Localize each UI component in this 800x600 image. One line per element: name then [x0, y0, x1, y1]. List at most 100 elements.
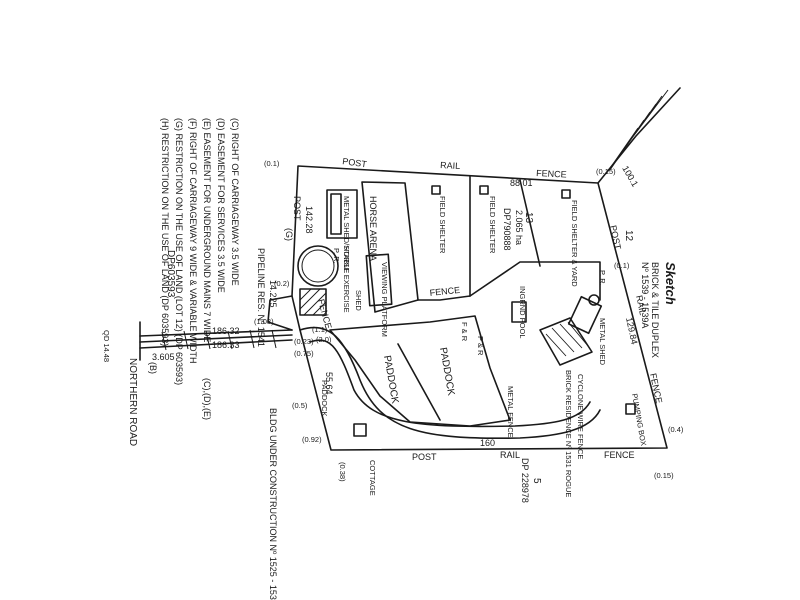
row-marks [161, 329, 277, 351]
label-paddock-2: PADDOCK [437, 347, 456, 397]
dp-13: DP790888 [502, 208, 512, 251]
extension-hatch [605, 89, 669, 175]
fence-divider-3 [519, 179, 541, 267]
bottom-post: POST [412, 452, 437, 462]
lot-12: 12 [623, 230, 634, 242]
note-c: (C) RIGHT OF CARRIAGEWAY 3.5 WIDE [230, 118, 240, 286]
dp-5: DP 228978 [520, 458, 530, 503]
label-pr-3: P. R. [598, 270, 607, 286]
top-rail: RAIL [440, 160, 461, 171]
lot-5: 5 [531, 478, 542, 484]
label-horse-exercise: HORSE EXERCISE [342, 246, 351, 313]
horse-exercise-ring [297, 245, 339, 287]
dim-top: 88.01 [510, 178, 533, 188]
offset-13: (0.15) [654, 471, 674, 480]
label-horse-arena: HORSE ARENA [368, 196, 378, 261]
offset-14: (0.1) [614, 261, 630, 270]
label-fr: F & R [460, 322, 469, 342]
driveway-inner [309, 339, 591, 428]
dim-left: 142.28 [304, 206, 314, 234]
label-metal-shed-2: METAL SHED [598, 318, 607, 366]
note-e: (E) EASEMENT FOR UNDERGROUND MAINS 7 WID… [202, 118, 212, 342]
dim-road-1: 186.33 [212, 340, 240, 350]
driveway-outer [299, 326, 601, 440]
offset-5: (1.1) [312, 325, 328, 334]
top-post: POST [342, 156, 368, 169]
dim-bottom: 160 [480, 438, 495, 448]
note-g: (G) RESTRICTION ON THE USE OF LAND (LOT … [174, 118, 184, 385]
offset-12: (0.4) [668, 425, 684, 434]
metal-fence: METAL FENCE [506, 386, 515, 438]
post-right: POST [608, 224, 623, 251]
label-paddock-1: PADDOCK [381, 355, 400, 405]
label-pr-2: P & R [476, 336, 485, 356]
dim-left-seg2: 55.64 [324, 372, 334, 395]
label-paddock-3: PADDOCK [320, 380, 329, 417]
offset-2: (0.15) [596, 167, 616, 176]
marker-circle [588, 294, 600, 306]
pipeline-res: PIPELINE RES. Nº 1541 [256, 248, 266, 347]
inground-pool [511, 301, 527, 323]
label-field-shelter-yard: FIELD SHELTER & YARD [570, 200, 579, 287]
label-viewing-platform: VIEWING PLATFORM [380, 262, 389, 337]
cyclone-fence: CYCLONE WIRE FENCE [576, 374, 585, 459]
label-pr-1: P. R. [332, 248, 341, 264]
metal-shed-inner [330, 193, 342, 235]
label-inground-pool: INGRND POOL [518, 286, 527, 339]
dim-left-seg: 14.225 [268, 280, 278, 308]
offset-9: (0.5) [292, 401, 308, 410]
lot-13: 13 [523, 212, 534, 224]
horse-exercise-inner [301, 249, 335, 283]
pumping-box [625, 403, 636, 415]
residence-hatch [545, 321, 589, 357]
road-letter: (B) [148, 362, 158, 374]
offset-11: (0.38) [338, 462, 347, 482]
fence-mid: FENCE [429, 285, 460, 298]
dim-qd: QD 14.48 [102, 330, 111, 362]
offset-6: (2.0) [316, 335, 332, 344]
bottom-rail: RAIL [500, 450, 520, 460]
field-shelter-3 [561, 189, 571, 199]
field-shelter-1 [431, 185, 441, 195]
dim-road-2: 186.32 [212, 326, 240, 336]
note-f: (F) RIGHT OF CARRIAGEWAY 9 WIDE & VARIAB… [188, 118, 198, 364]
fence-divider-1 [417, 295, 471, 301]
label-pumping-box: PUMPING BOX [630, 393, 648, 447]
post-left: POST [292, 196, 302, 221]
note-d: (D) EASEMENT FOR SERVICES 3.5 WIDE [216, 118, 226, 293]
dim-road-3: 3.605 [152, 352, 175, 362]
paddock-fence [329, 315, 511, 427]
dim-diag: 100.1 [620, 164, 640, 189]
label-cottage: COTTAGE [368, 460, 377, 496]
bottom-fence: FENCE [604, 450, 635, 460]
cottage [353, 423, 367, 437]
offset-4: (1.03) [254, 317, 274, 326]
road-name: NORTHERN ROAD [127, 358, 138, 446]
dp-left: DP603593 [165, 250, 176, 298]
subtitle-line-1: BRICK & TILE DUPLEX [650, 262, 660, 358]
subtitle-line-2: Nº 1539 - 1539A [640, 262, 650, 328]
viewing-platform [365, 253, 393, 307]
note-h: (H) RESTRICTION ON THE USE OF LAND (DP 6… [160, 118, 170, 346]
label-brick-residence: BRICK RESIDENCE Nº 1531 ROGUE [564, 370, 573, 497]
paddock-divider [397, 343, 441, 421]
fence-divider-4 [469, 261, 601, 301]
dim-right: 129.84 [624, 316, 640, 345]
area-13: 2.065 ha [514, 210, 524, 245]
label-field-shelter-2: FIELD SHELTER [488, 196, 497, 254]
label-shed: SHED [354, 290, 363, 311]
top-fence: FENCE [536, 168, 567, 180]
rail-right: RAIL [634, 294, 648, 316]
offset-8: (0.75) [294, 349, 314, 358]
label-metal-shed: METAL SHED/STABLE [342, 196, 351, 273]
field-shelter-2 [479, 185, 489, 195]
bldg-note: BLDG UNDER CONSTRUCTION Nº 1525 - 1535 [268, 408, 278, 600]
offset-3: (0.2) [274, 279, 290, 288]
offset-1: (0.1) [264, 159, 280, 168]
offset-10: (0.92) [302, 435, 322, 444]
label-field-shelter-1: FIELD SHELTER [438, 196, 447, 254]
sketch-title: Sketch [663, 262, 678, 305]
left-step [267, 295, 293, 331]
